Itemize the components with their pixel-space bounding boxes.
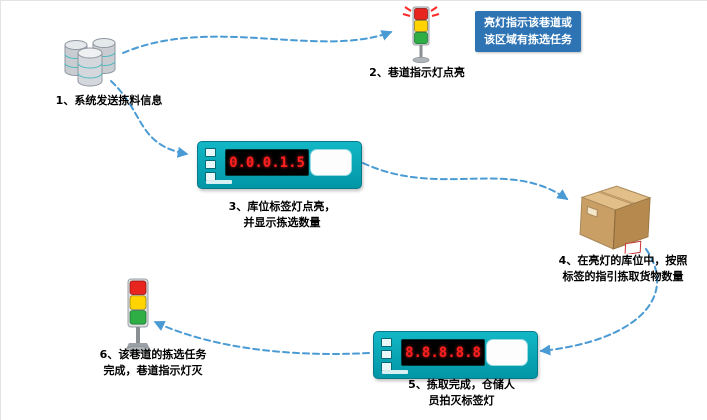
red-lamp-icon [129,280,147,295]
box-shipping-label-icon [624,240,642,256]
light-pole [419,45,423,58]
aisle-indicator-light-on-icon [402,6,440,64]
device-button-up-icon [381,338,392,347]
device-buttons [205,148,216,181]
database-server-icon [64,38,116,87]
device-brand-logo [382,370,408,374]
arrow-label5-to-aisle-light-off [153,320,370,355]
device-label-slot [310,149,352,176]
device5-digits: 8.8.8.8.8 [405,344,481,361]
shelf-label-device-3: 0.0.0.1.5 [197,141,362,189]
callout-note: 亮灯指示该巷道或 该区域有拣选任务 [475,11,581,52]
red-lamp-icon [414,8,428,20]
device5-display: 8.8.8.8.8 [401,339,485,366]
light-pole [136,327,140,343]
arrow-system-to-aisle-light [122,30,393,54]
box-small-label-icon [586,205,598,218]
device-button-confirm-icon [381,350,392,359]
green-lamp-icon [129,310,147,325]
device-label-slot [486,339,528,366]
arrow-system-to-label3 [110,80,189,158]
step6-label: 6、该巷道的拣选任务 完成，巷道指示灯灭 [99,348,207,377]
device3-display: 0.0.0.1.5 [225,149,309,176]
device-button-confirm-icon [205,160,216,169]
light-rays-icon [402,6,440,17]
arrow-label3-to-box [362,162,569,200]
carton-box-icon [579,185,652,256]
yellow-lamp-icon [129,295,147,310]
step1-label: 1、系统发送拣料信息 [55,94,163,107]
green-lamp-icon [414,32,428,44]
step3-label: 3、库位标签灯点亮， 并显示拣选数量 [228,200,336,229]
shelf-label-device-5: 8.8.8.8.8 [373,331,538,379]
yellow-lamp-icon [414,20,428,32]
step2-label: 2、巷道指示灯点亮 [369,66,465,79]
aisle-indicator-light-off-icon [125,278,151,353]
step4-label: 4、在亮灯的库位中，按照 标签的指引拣取货物数量 [558,254,688,283]
arrow-box-to-label5 [539,248,658,356]
step5-label: 5、拣取完成，仓储人 员拍灭标签灯 [408,378,515,407]
device-buttons [381,338,392,371]
device3-digits: 0.0.0.1.5 [229,154,305,171]
device-button-up-icon [205,148,216,157]
device-brand-logo [206,180,232,184]
